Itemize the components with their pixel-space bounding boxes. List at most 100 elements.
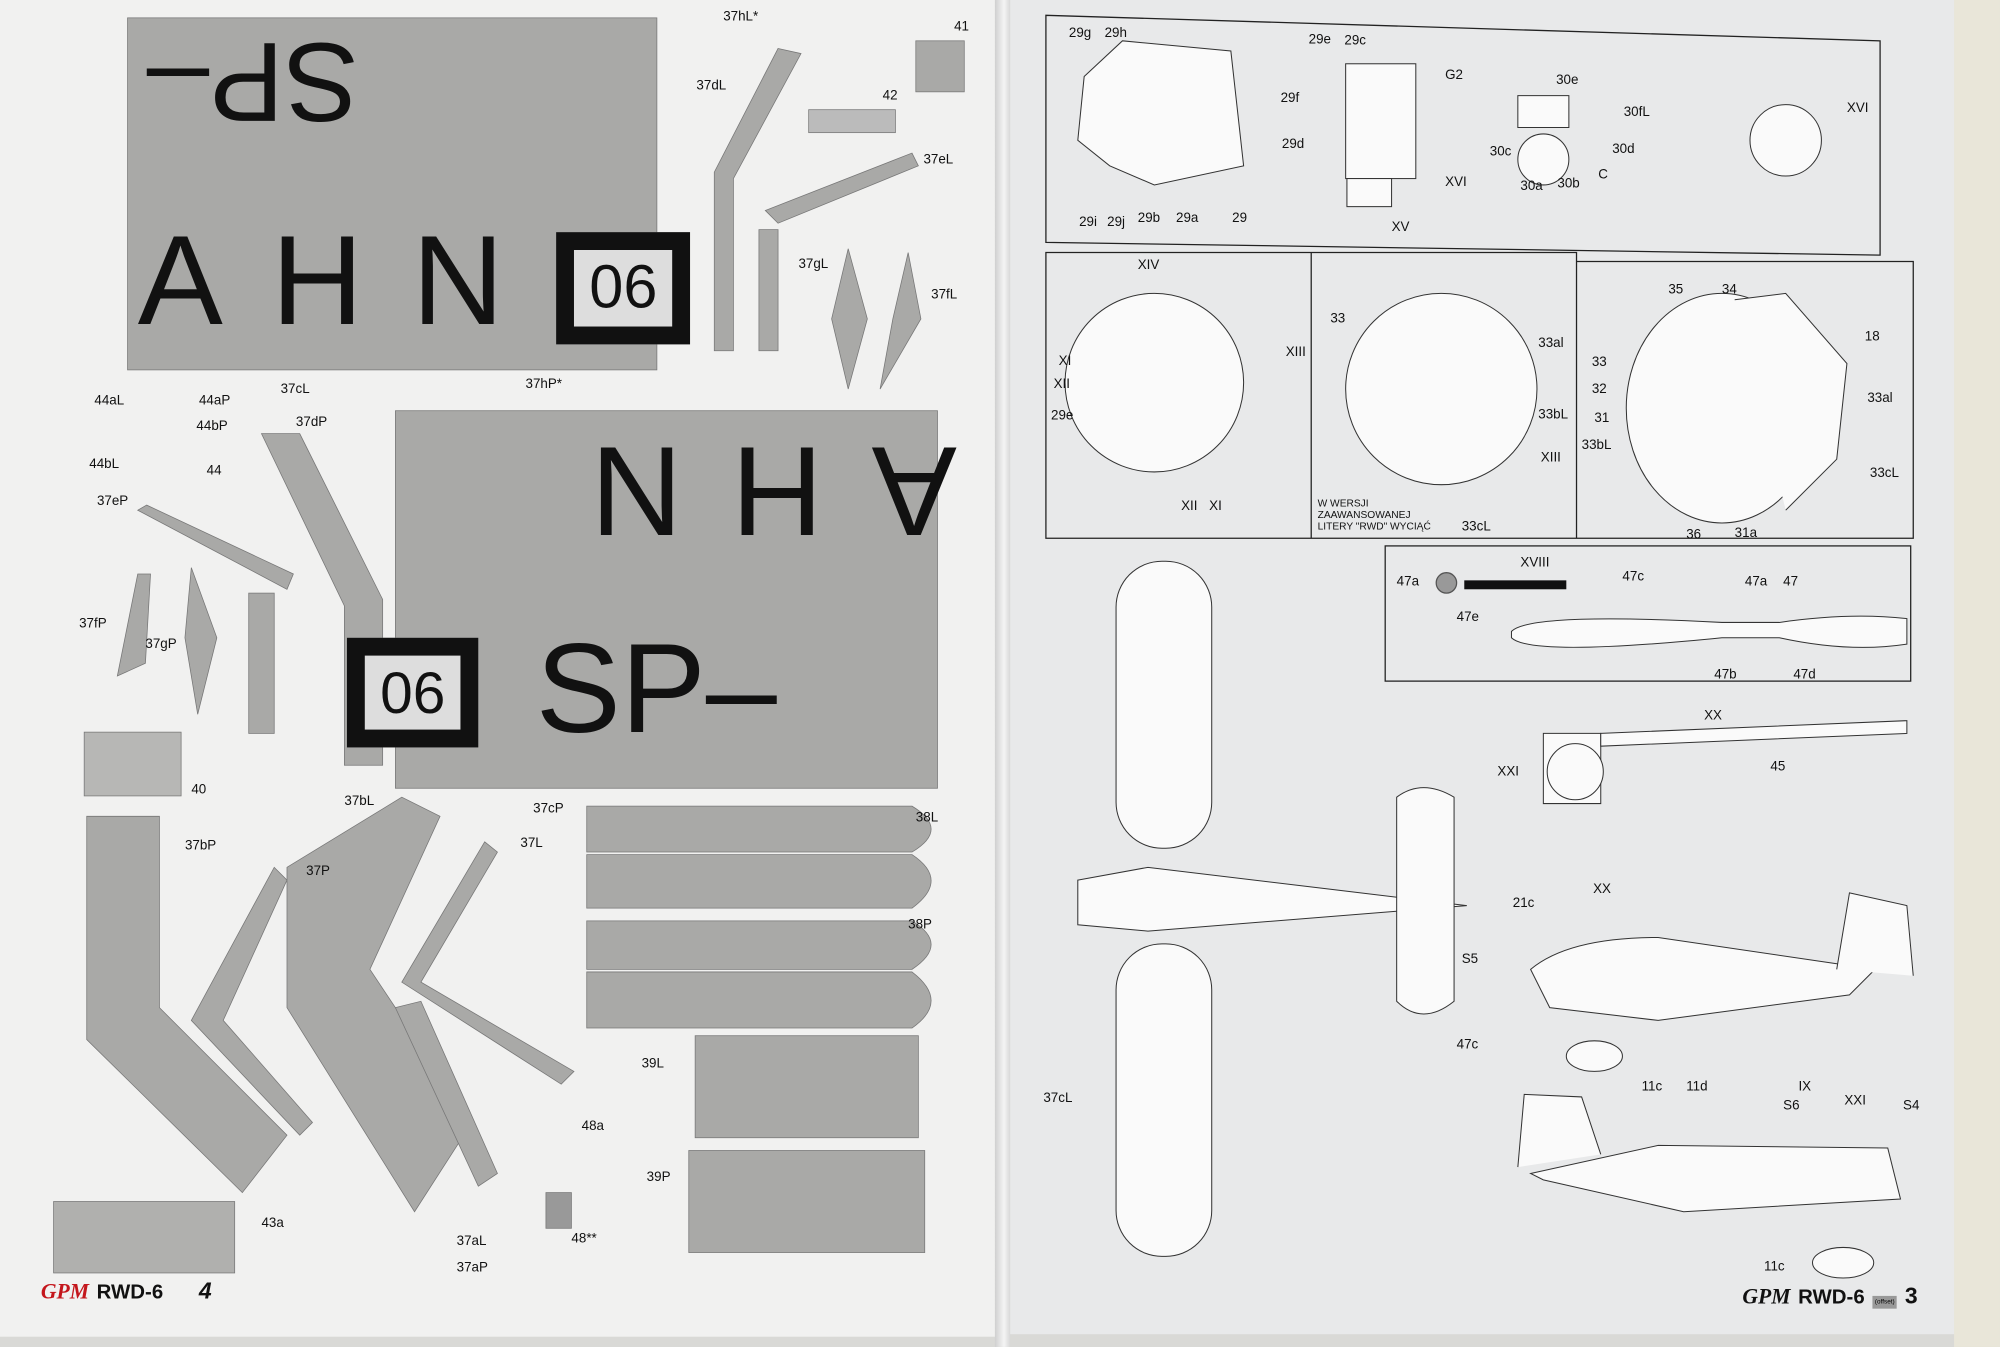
part-label: XVI (1846, 100, 1869, 117)
part-label: 48a (581, 1118, 604, 1134)
part-label: 40 (191, 781, 207, 798)
part-label: S6 (1783, 1098, 1800, 1114)
part-label: 29i (1079, 214, 1097, 230)
part-label: 30d (1612, 141, 1635, 157)
registration-letters-top: AHN (137, 209, 553, 353)
page-number: 4 (198, 1278, 212, 1304)
part-label: 30e (1556, 72, 1579, 89)
strut-XVIII (1464, 580, 1567, 590)
part-label: 33al (1867, 390, 1893, 406)
part-label: XI (1209, 498, 1222, 515)
part-label: 37P (306, 863, 330, 879)
part-label: 39L (641, 1056, 664, 1072)
part-label: 47c (1622, 568, 1645, 585)
part-label: 42 (882, 88, 898, 104)
footer-right: GPM RWD-6 (offset) 3 (1742, 1283, 1918, 1310)
part-label: 11c (1764, 1258, 1785, 1275)
part-label: 29c (1344, 33, 1366, 49)
binding-gutter (994, 0, 1011, 1347)
part-label: 44 (206, 463, 222, 479)
part-label: 39P (646, 1169, 671, 1185)
part-label: 29 (1232, 210, 1248, 226)
part-label: 29d (1281, 136, 1305, 152)
wing-panel-right (395, 410, 938, 789)
part-label: C (1598, 167, 1608, 183)
page-edge (1954, 0, 2000, 1347)
part-label: 47a (1396, 573, 1420, 590)
part-label: 37cP (533, 801, 564, 817)
part-label: 29f (1280, 90, 1300, 106)
part-label: XXI (1844, 1093, 1866, 1109)
part-label: 21c (1512, 895, 1535, 911)
brand-logo: GPM (40, 1279, 90, 1304)
part-label: 37aP (456, 1260, 488, 1276)
part-label: 37dP (295, 414, 328, 430)
part-label: 44bP (196, 418, 228, 434)
part-label: 47b (1714, 667, 1737, 683)
part-label: 48** (571, 1230, 597, 1247)
footer-left: GPM RWD-6 4 (41, 1278, 212, 1305)
part-label: 37hP* (525, 376, 562, 392)
part-label: 44aL (94, 392, 125, 409)
line-art (1064, 40, 1914, 1279)
part-label: 45 (1770, 758, 1786, 775)
part-label: XVI (1445, 174, 1467, 191)
part-label: 36 (1686, 526, 1702, 543)
part-label: 37eL (923, 151, 954, 168)
part-label: 33bL (1538, 406, 1569, 423)
part-label: 37gL (798, 256, 829, 272)
part-label: 29g (1068, 25, 1092, 41)
part-label: 37fP (79, 616, 107, 632)
registration-prefix-top: SP– (146, 19, 359, 146)
part-label: 44aP (198, 392, 231, 409)
part-label: XIII (1540, 450, 1561, 466)
part-label: 37bP (184, 838, 217, 854)
part-label: XXI (1497, 764, 1520, 780)
part-label: 29e (1308, 31, 1332, 48)
part-label: XIV (1137, 257, 1160, 273)
part-label: XIII (1285, 344, 1306, 360)
note-line: W WERSJI (1317, 497, 1369, 509)
part-label: 44bL (89, 456, 120, 472)
part-label: G2 (1445, 67, 1464, 83)
part-label: 37bL (344, 793, 375, 809)
part-label: 47 (1783, 573, 1799, 590)
part-label: 31 (1594, 410, 1610, 427)
part-label: 33 (1591, 354, 1607, 370)
part-label: 29e (1051, 408, 1074, 424)
part-label: XX (1593, 881, 1611, 897)
offset-mark: (offset) (1872, 1295, 1898, 1309)
part-label: 47a (1744, 573, 1768, 590)
part-label: 30a (1520, 178, 1543, 194)
part-label: S5 (1461, 951, 1479, 967)
part-label: 47c (1456, 1036, 1479, 1053)
number-box-top: 06 (556, 232, 691, 345)
part-label: 38P (908, 917, 932, 933)
part-label: 41 (954, 19, 969, 35)
cut-out-parts (53, 17, 965, 1274)
part-label: XII (1181, 498, 1198, 515)
part-37dL (713, 48, 802, 352)
part-label: IX (1798, 1079, 1812, 1095)
page-number: 3 (1904, 1283, 1918, 1309)
part-label: 38L (915, 809, 939, 826)
part-label: 29j (1107, 214, 1126, 230)
number-box-bottom: 06 (346, 637, 479, 748)
assembly-frames (1045, 14, 1914, 682)
disc-47a (1435, 572, 1458, 594)
part-label: XII (1053, 376, 1070, 392)
note-line: ZAAWANSOWANEJ (1317, 509, 1411, 521)
part-label: 37hL* (723, 8, 759, 25)
part-label: 11c (1641, 1079, 1663, 1095)
note-line: LITERY "RWD" WYCIĄĆ (1317, 520, 1431, 533)
brand-logo: GPM (1742, 1284, 1791, 1309)
part-label: 11d (1686, 1079, 1708, 1095)
part-label: 31a (1734, 525, 1758, 541)
part-label: 37dL (696, 77, 727, 94)
part-label: XV (1391, 219, 1410, 235)
part-label: 30c (1489, 144, 1512, 160)
part-label: 30fL (1623, 104, 1650, 120)
part-label: XVIII (1520, 554, 1550, 571)
